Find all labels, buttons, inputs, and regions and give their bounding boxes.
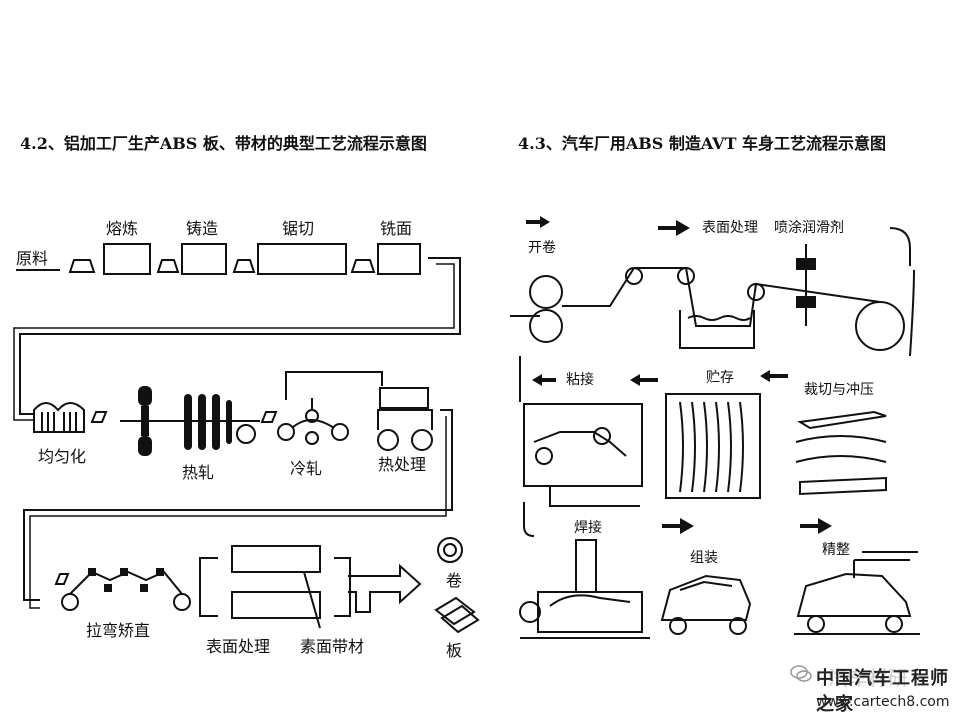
step-label: 焊接 (574, 519, 602, 536)
raw-material-label: 原料 (16, 249, 48, 268)
car-body-process-diagram: 开卷 表面处理 喷涂润滑剂 粘接 贮存 裁切与冲压 焊接 组装 精整 (510, 216, 920, 639)
step-label: 热处理 (378, 455, 426, 474)
watermark-title: 中国汽车工程师之家 (816, 668, 949, 715)
step-label: 拉弯矫直 (86, 621, 150, 640)
right-diagram-title: 4.3、汽车厂用ABS 制造AVT 车身工艺流程示意图 (518, 134, 887, 153)
watermark-ghost-text: 汽车材研 (828, 666, 908, 690)
step-label: 粘接 (566, 371, 594, 388)
step-label: 开卷 (528, 240, 556, 256)
step-label: 表面处理 (702, 220, 758, 236)
step-label: 素面带材 (300, 637, 364, 656)
step-label: 均匀化 (38, 447, 86, 466)
step-label: 熔炼 (106, 219, 138, 238)
step-label: 热轧 (182, 463, 214, 482)
step-label: 喷涂润滑剂 (774, 219, 844, 236)
step-label: 冷轧 (290, 459, 322, 478)
left-diagram-title: 4.2、铝加工厂生产ABS 板、带材的典型工艺流程示意图 (20, 134, 427, 153)
output-label: 板 (446, 641, 462, 660)
wechat-logo-icon (790, 665, 812, 682)
step-label: 铸造 (186, 219, 218, 238)
watermark-url: www.cartech8.com (816, 694, 950, 710)
step-label: 铣面 (380, 219, 412, 238)
step-label: 裁切与冲压 (804, 382, 874, 398)
step-label: 精整 (822, 542, 850, 558)
step-label: 贮存 (706, 370, 734, 386)
step-label: 表面处理 (206, 637, 270, 656)
step-label: 锯切 (282, 219, 314, 238)
aluminum-process-diagram: 原料 熔炼 铸造 锯切 铣面 均匀化 热轧 冷轧 热处理 拉弯矫直 表面处理 素… (13, 219, 480, 660)
step-label: 组装 (690, 550, 718, 566)
output-label: 卷 (446, 571, 462, 590)
